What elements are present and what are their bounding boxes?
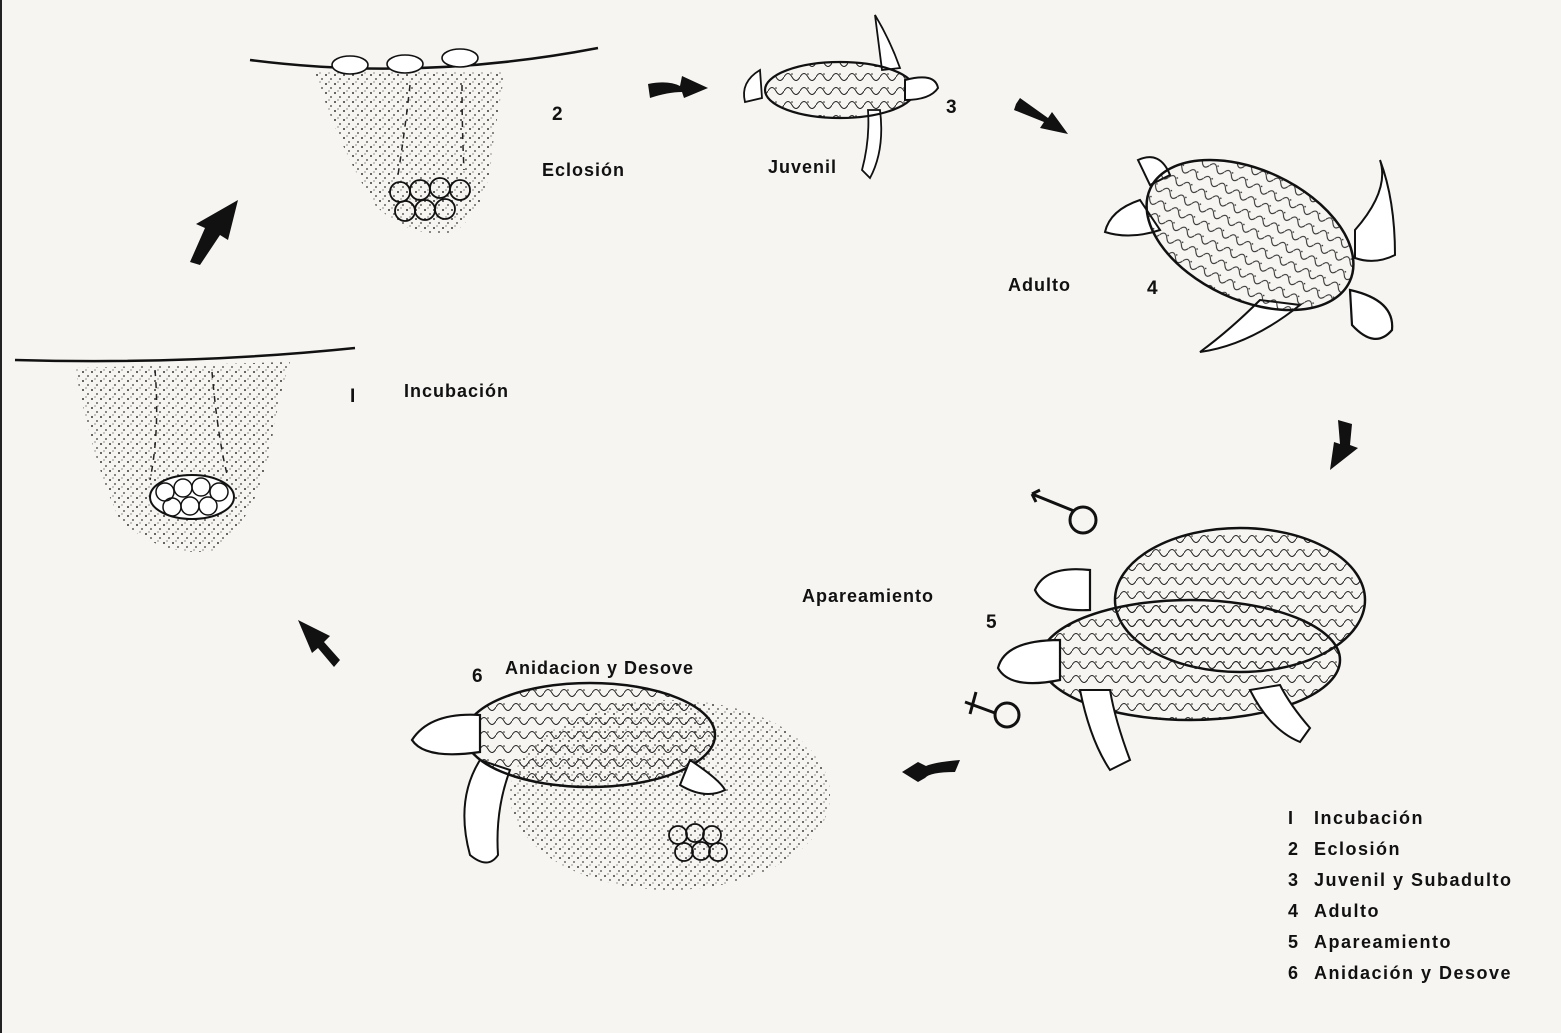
mating-turtles [965, 490, 1365, 770]
arrow-4-to-5 [1330, 420, 1358, 470]
stage-6-label: Anidacion y Desove [505, 658, 694, 679]
stage-3-label: Juvenil [768, 157, 837, 178]
nesting-turtle [412, 683, 830, 890]
stage-6-number: 6 [472, 666, 483, 688]
stage-4-number: 4 [1147, 278, 1158, 300]
legend-number: 5 [1288, 932, 1314, 953]
legend-number: I [1288, 808, 1314, 829]
hatchlings-on-surface [332, 49, 478, 74]
legend-text: Adulto [1314, 901, 1380, 922]
arrow-6-to-1 [298, 620, 340, 667]
stage-4-label: Adulto [1008, 275, 1071, 296]
stage-5-label: Apareamiento [802, 586, 934, 607]
adult-turtle [1105, 130, 1395, 352]
stage-3-number: 3 [946, 97, 957, 119]
egg-cluster-1 [150, 475, 234, 519]
stage-2-label: Eclosión [542, 160, 625, 181]
female-symbol [965, 692, 1019, 727]
stage-1-number: I [350, 386, 355, 408]
legend-number: 2 [1288, 839, 1314, 860]
stage-1-label: Incubación [404, 381, 509, 402]
incubation-nest [15, 348, 355, 552]
legend-number: 3 [1288, 870, 1314, 891]
legend-text: Apareamiento [1314, 932, 1452, 953]
legend-text: Juvenil y Subadulto [1314, 870, 1513, 891]
arrow-1-to-2 [190, 200, 238, 265]
arrow-5-to-6 [902, 760, 960, 782]
legend-number: 4 [1288, 901, 1314, 922]
juvenile-turtle [744, 15, 938, 178]
arrow-2-to-3 [648, 76, 708, 98]
legend-text: Anidación y Desove [1314, 963, 1512, 984]
stage-5-number: 5 [986, 612, 997, 634]
legend-text: Eclosión [1314, 839, 1401, 860]
legend-text: Incubación [1314, 808, 1424, 829]
legend-number: 6 [1288, 963, 1314, 984]
arrow-3-to-4 [1014, 98, 1068, 134]
stage-2-number: 2 [552, 104, 563, 126]
hatching-nest [250, 48, 598, 233]
male-symbol [1032, 490, 1096, 533]
